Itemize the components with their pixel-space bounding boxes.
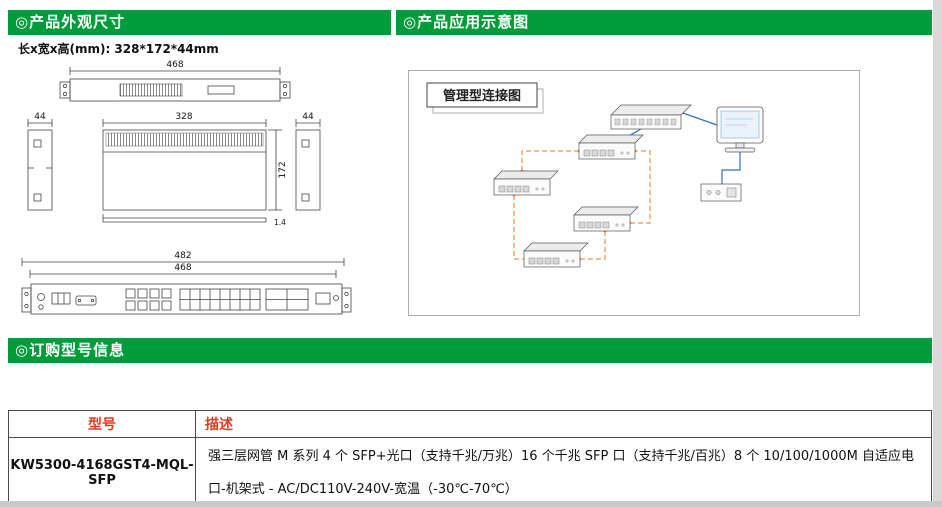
fiber-ring-links: [513, 150, 651, 260]
order-table-header-model: 型号: [8, 410, 196, 438]
converter-device-d: [523, 242, 589, 268]
top-view: 328 172 1.4: [102, 112, 288, 227]
top-width-label: 328: [175, 112, 192, 122]
section-header-appearance: ◎产品外观尺寸: [8, 10, 391, 35]
diagram-title: 管理型连接图: [443, 88, 521, 104]
management-monitor: [716, 106, 764, 153]
order-table-row: KW5300-4168GST4-MQL-SFP 强三层网管 M 系列 4 个 S…: [8, 437, 932, 507]
terminal-box: [700, 183, 742, 202]
page-edge-bottom: [0, 501, 942, 507]
bottom-outer-width-label: 482: [174, 251, 191, 261]
front-width-label: 468: [166, 60, 183, 70]
application-diagram: 管理型连接图: [426, 82, 764, 268]
bottom-view: 482 468: [21, 251, 352, 315]
core-switch: [610, 104, 692, 130]
side-width-label-right: 44: [302, 112, 314, 122]
diagram-title-box: 管理型连接图: [426, 82, 544, 114]
panel-thickness-label: 1.4: [274, 218, 286, 227]
dimensions-note: 长x宽x高(mm): 328*172*44mm: [18, 42, 219, 56]
order-table: 型号 描述 KW5300-4168GST4-MQL-SFP 强三层网管 M 系列…: [8, 410, 932, 507]
converter-device-b: [493, 170, 559, 196]
side-width-label-left: 44: [34, 112, 46, 122]
side-view-right: 44: [295, 112, 321, 211]
converter-device-a: [578, 134, 644, 160]
top-height-label: 172: [278, 161, 288, 178]
application-diagram-box: 管理型连接图: [408, 70, 860, 316]
section-title-application: ◎产品应用示意图: [403, 13, 530, 31]
section-header-application: ◎产品应用示意图: [396, 10, 932, 35]
section-header-ordering: ◎订购型号信息: [8, 338, 932, 363]
order-table-header-row: 型号 描述: [8, 410, 932, 438]
description-cell: 强三层网管 M 系列 4 个 SFP+光口（支持千兆/万兆）16 个千兆 SFP…: [195, 437, 932, 507]
section-title-appearance: ◎产品外观尺寸: [15, 13, 126, 31]
model-cell: KW5300-4168GST4-MQL-SFP: [8, 437, 196, 507]
page-edge-right: [933, 0, 942, 507]
dimension-drawings: 468 44 328 172: [21, 60, 352, 315]
bottom-inner-width-label: 468: [174, 263, 191, 273]
section-title-ordering: ◎订购型号信息: [15, 341, 126, 359]
order-table-header-description: 描述: [195, 410, 932, 438]
converter-device-c: [573, 206, 639, 232]
front-view: 468: [59, 60, 291, 102]
side-view-left: 44: [27, 112, 53, 211]
